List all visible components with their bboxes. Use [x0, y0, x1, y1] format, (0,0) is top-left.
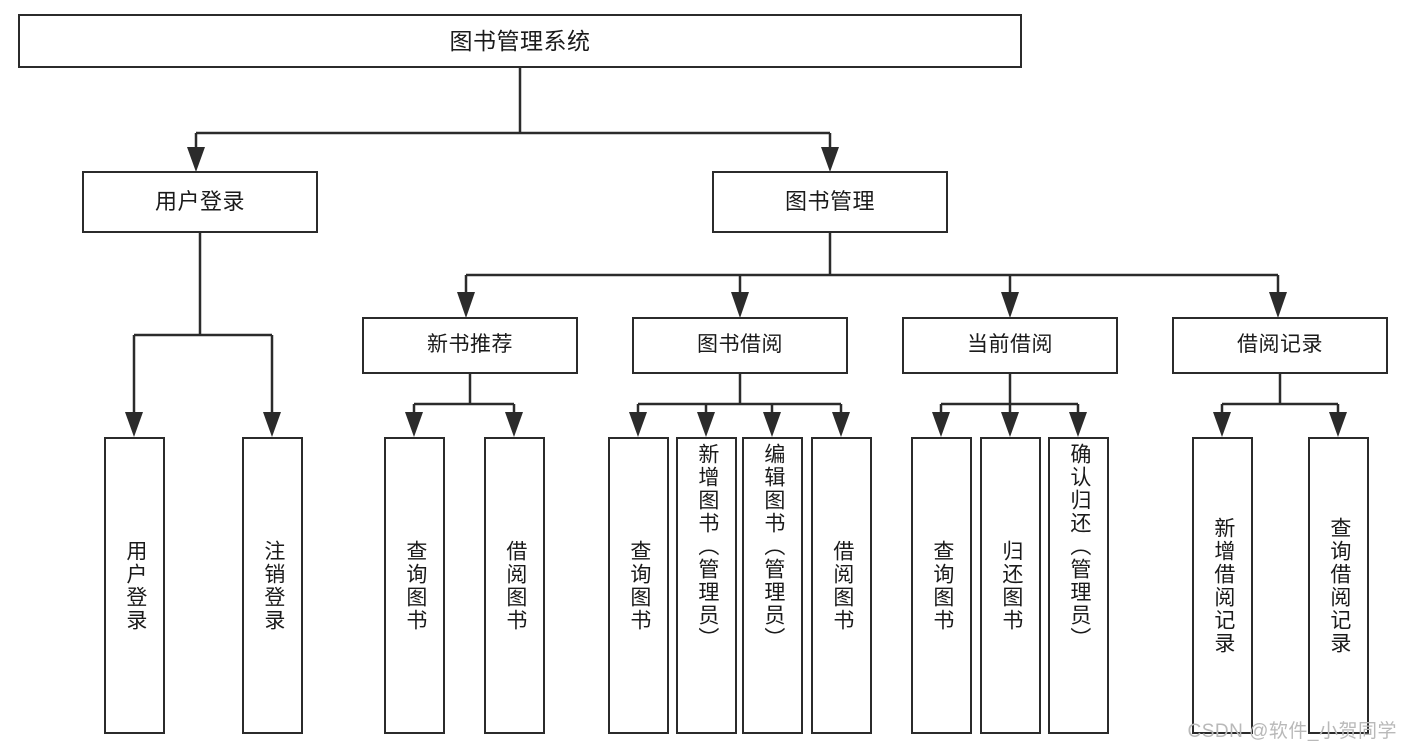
node-leaf-user-logout-label: 注销登录 [261, 539, 285, 632]
node-current-borrow-label: 当前借阅 [967, 333, 1053, 357]
node-leaf-cur-query-label: 查询图书 [930, 539, 954, 632]
node-borrow-record[interactable]: 借阅记录 [1172, 317, 1388, 374]
node-leaf-rec-query[interactable]: 查询图书 [384, 437, 445, 734]
node-leaf-borrow-add-label: 新增图书（管理员） [695, 443, 719, 650]
node-leaf-rec-query-record-label: 查询借阅记录 [1327, 516, 1351, 655]
node-leaf-borrow-edit[interactable]: 编辑图书（管理员） [742, 437, 803, 734]
node-book-borrow[interactable]: 图书借阅 [632, 317, 848, 374]
node-user-login-label: 用户登录 [154, 189, 245, 215]
node-book-manage-label: 图书管理 [784, 189, 875, 215]
node-leaf-borrow-query-label: 查询图书 [627, 539, 651, 632]
node-leaf-borrow-do[interactable]: 借阅图书 [811, 437, 872, 734]
node-leaf-rec-add-label: 新增借阅记录 [1211, 516, 1235, 655]
node-current-borrow[interactable]: 当前借阅 [902, 317, 1118, 374]
node-borrow-record-label: 借阅记录 [1237, 333, 1323, 357]
node-leaf-rec-query-label: 查询图书 [403, 539, 427, 632]
node-leaf-borrow-edit-label: 编辑图书（管理员） [761, 443, 785, 650]
node-user-login[interactable]: 用户登录 [82, 171, 318, 233]
node-leaf-rec-add[interactable]: 新增借阅记录 [1192, 437, 1253, 734]
node-root[interactable]: 图书管理系统 [18, 14, 1022, 68]
node-new-book-rec[interactable]: 新书推荐 [362, 317, 578, 374]
node-leaf-user-login-label: 用户登录 [123, 539, 147, 632]
node-book-manage[interactable]: 图书管理 [712, 171, 948, 233]
node-leaf-cur-confirm[interactable]: 确认归还（管理员） [1048, 437, 1109, 734]
node-leaf-cur-return[interactable]: 归还图书 [980, 437, 1041, 734]
node-leaf-cur-query[interactable]: 查询图书 [911, 437, 972, 734]
node-new-book-rec-label: 新书推荐 [427, 333, 513, 357]
node-leaf-rec-query-record[interactable]: 查询借阅记录 [1308, 437, 1369, 734]
node-leaf-user-logout[interactable]: 注销登录 [242, 437, 303, 734]
node-leaf-borrow-add[interactable]: 新增图书（管理员） [676, 437, 737, 734]
node-leaf-cur-confirm-label: 确认归还（管理员） [1067, 443, 1091, 650]
node-leaf-rec-borrow[interactable]: 借阅图书 [484, 437, 545, 734]
node-leaf-user-login[interactable]: 用户登录 [104, 437, 165, 734]
node-leaf-cur-return-label: 归还图书 [999, 539, 1023, 632]
node-leaf-borrow-do-label: 借阅图书 [830, 539, 854, 632]
node-book-borrow-label: 图书借阅 [697, 333, 783, 357]
node-root-label: 图书管理系统 [449, 27, 591, 54]
node-leaf-borrow-query[interactable]: 查询图书 [608, 437, 669, 734]
watermark-text: CSDN @软件_小贺同学 [1187, 721, 1397, 742]
node-leaf-rec-borrow-label: 借阅图书 [503, 539, 527, 632]
